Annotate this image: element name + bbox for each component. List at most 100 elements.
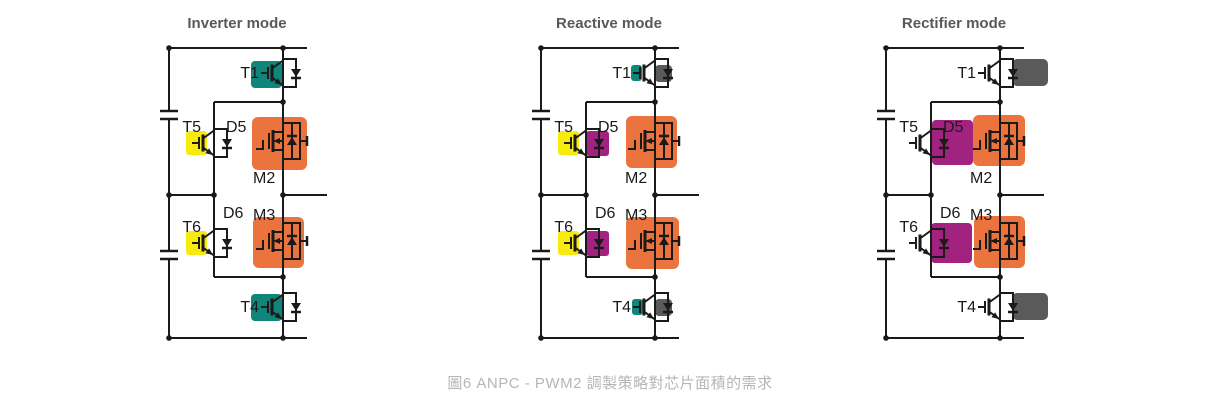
label-d5: D5 (943, 119, 964, 136)
body-arrow-icon (273, 138, 280, 144)
circuit-title: Reactive mode (556, 15, 662, 32)
igbt-t4 (633, 292, 673, 322)
label-t4: T4 (612, 299, 631, 316)
body-diode-icon (287, 137, 297, 145)
label-m3: M3 (625, 207, 647, 224)
emitter-arrow-icon (922, 148, 930, 155)
chip-area-highlights (186, 61, 307, 321)
body-diode-icon (659, 137, 669, 145)
label-t6: T6 (554, 219, 573, 236)
highlight-m3 (626, 217, 679, 269)
emitter-arrow-icon (205, 148, 213, 155)
igbt-t5 (192, 128, 232, 158)
igbt-t4 (261, 292, 301, 322)
igbt-t5 (564, 128, 604, 158)
junction-dots (538, 45, 658, 341)
antiparallel-diode-icon (594, 139, 604, 147)
emitter-arrow-icon (991, 312, 999, 319)
highlight-d5 (932, 120, 973, 165)
capacitor-icon (160, 109, 178, 121)
body-arrow-icon (273, 238, 280, 244)
body-diode-icon (1004, 237, 1014, 245)
emitter-arrow-icon (577, 148, 585, 155)
capacitor-icon (877, 109, 895, 121)
label-t5: T5 (899, 119, 918, 136)
capacitor-icon (532, 249, 550, 261)
mosfet-m2 (256, 122, 309, 160)
highlight-t4_diode (1012, 293, 1048, 320)
capacitor-icon (877, 249, 895, 261)
emitter-arrow-icon (274, 78, 282, 85)
label-t1: T1 (240, 65, 259, 82)
wire-grid (540, 47, 699, 339)
antiparallel-diode-icon (222, 139, 232, 147)
antiparallel-diode-icon (939, 139, 949, 147)
label-m3: M3 (970, 207, 992, 224)
body-arrow-icon (990, 238, 997, 244)
label-m2: M2 (625, 170, 647, 187)
antiparallel-diode-icon (663, 303, 673, 311)
emitter-arrow-icon (991, 78, 999, 85)
emitter-arrow-icon (577, 248, 585, 255)
emitter-arrow-icon (205, 248, 213, 255)
igbt-t6 (564, 228, 604, 258)
igbt-t4 (978, 292, 1018, 322)
mosfet-m3 (256, 222, 309, 260)
body-diode-icon (1004, 137, 1014, 145)
capacitor-icon (532, 109, 550, 121)
label-m2: M2 (253, 170, 275, 187)
antiparallel-diode-icon (222, 239, 232, 247)
antiparallel-diode-icon (1008, 303, 1018, 311)
label-t6: T6 (182, 219, 201, 236)
label-t1: T1 (957, 65, 976, 82)
igbt-t1 (261, 58, 301, 88)
highlight-t1_diode (1012, 59, 1048, 86)
label-t5: T5 (554, 119, 573, 136)
emitter-arrow-icon (274, 312, 282, 319)
label-t6: T6 (899, 219, 918, 236)
antiparallel-diode-icon (594, 239, 604, 247)
label-t5: T5 (182, 119, 201, 136)
mosfet-m3 (628, 222, 681, 260)
emitter-arrow-icon (646, 312, 654, 319)
label-d6: D6 (940, 205, 961, 222)
body-diode-icon (659, 237, 669, 245)
body-arrow-icon (645, 238, 652, 244)
antiparallel-diode-icon (663, 69, 673, 77)
body-arrow-icon (645, 138, 652, 144)
circuit-title: Rectifier mode (901, 15, 1007, 32)
antiparallel-diode-icon (939, 239, 949, 247)
label-d6: D6 (223, 205, 244, 222)
label-m2: M2 (970, 170, 992, 187)
emitter-arrow-icon (646, 78, 654, 85)
antiparallel-diode-icon (291, 303, 301, 311)
wire-grid (168, 47, 327, 339)
chip-area-highlights (931, 59, 1048, 320)
wire-grid (885, 47, 1044, 339)
igbt-t1 (978, 58, 1018, 88)
highlight-d6 (931, 223, 972, 263)
body-arrow-icon (990, 138, 997, 144)
emitter-arrow-icon (922, 248, 930, 255)
mosfet-m2 (628, 122, 681, 160)
junction-dots (166, 45, 286, 341)
igbt-t6 (192, 228, 232, 258)
figure-caption: 圖6 ANPC - PWM2 調製策略對芯片面積的需求 (447, 375, 773, 392)
igbt-t6 (909, 228, 949, 258)
capacitor-icon (160, 249, 178, 261)
label-t4: T4 (240, 299, 259, 316)
label-m3: M3 (253, 207, 275, 224)
label-t1: T1 (612, 65, 631, 82)
label-d5: D5 (226, 119, 247, 136)
junction-dots (883, 45, 1003, 341)
antiparallel-diode-icon (1008, 69, 1018, 77)
mosfet-m3 (973, 222, 1026, 260)
body-diode-icon (287, 237, 297, 245)
circuit-title: Inverter mode (187, 15, 287, 32)
igbt-t5 (909, 128, 949, 158)
